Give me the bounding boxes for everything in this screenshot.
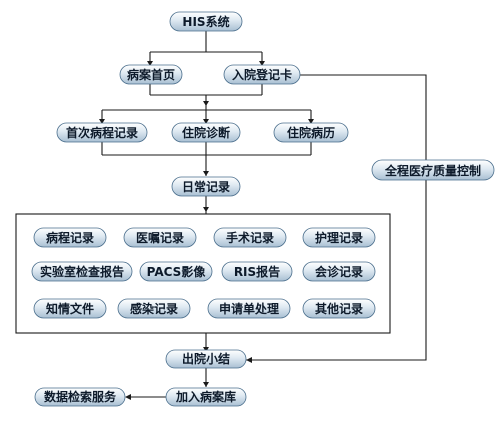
record-item-label: 会诊记录: [315, 264, 363, 279]
node-admission-card-label: 入院登记卡: [232, 67, 292, 82]
arrow-to-box: [203, 207, 209, 212]
record-item-label: 医嘱记录: [136, 231, 184, 245]
arrow-quality-to-discharge: [246, 357, 252, 363]
record-item-label: 其他记录: [315, 301, 363, 316]
arrow-to-archive: [203, 382, 209, 387]
node-his-system[interactable]: HIS系统: [169, 11, 243, 32]
arrow-to-history: [308, 119, 314, 124]
record-item[interactable]: 感染记录: [117, 298, 191, 319]
arrow-to-first-course: [99, 119, 105, 124]
record-item-label: PACS影像: [147, 264, 207, 279]
node-quality-control[interactable]: 全程医疗质量控制: [371, 159, 495, 181]
record-item[interactable]: 实验室检查报告: [31, 261, 133, 282]
node-case-front-page[interactable]: 病案首页: [119, 64, 183, 85]
node-case-front-page-label: 病案首页: [127, 67, 175, 82]
arrow-to-diagnosis: [203, 119, 209, 124]
record-item-label: 申请单处理: [219, 301, 279, 316]
connector-lines: [101, 31, 427, 398]
node-discharge-summary-label: 出院小结: [182, 351, 230, 366]
record-item-label: 手术记录: [226, 230, 274, 245]
record-item[interactable]: 知情文件: [33, 298, 107, 319]
node-first-course-record-label: 首次病程记录: [66, 125, 138, 140]
record-item-label: 感染记录: [130, 301, 178, 316]
record-item[interactable]: 其他记录: [302, 298, 376, 319]
node-daily-record[interactable]: 日常记录: [171, 176, 241, 197]
record-item[interactable]: PACS影像: [139, 261, 213, 282]
record-item-label: 知情文件: [45, 301, 94, 316]
node-admission-diagnosis[interactable]: 住院诊断: [171, 122, 241, 143]
node-add-to-archive[interactable]: 加入病案库: [165, 387, 247, 407]
node-admission-card[interactable]: 入院登记卡: [223, 64, 301, 85]
record-item[interactable]: 病程记录: [33, 227, 107, 248]
arrow-to-retrieval: [125, 394, 131, 400]
node-add-to-archive-label: 加入病案库: [175, 389, 236, 404]
record-item-label: 病程记录: [46, 230, 94, 245]
record-item[interactable]: 医嘱记录: [123, 227, 197, 248]
node-inpatient-history-label: 住院病历: [287, 125, 335, 140]
record-item[interactable]: 护理记录: [302, 227, 376, 248]
node-quality-control-label: 全程医疗质量控制: [384, 163, 481, 178]
record-item[interactable]: 申请单处理: [207, 298, 291, 319]
node-inpatient-history[interactable]: 住院病历: [273, 122, 349, 143]
record-item-label: RIS报告: [234, 264, 280, 279]
record-item[interactable]: 会诊记录: [302, 261, 376, 282]
record-item-label: 实验室检查报告: [40, 264, 124, 279]
node-retrieval-service-label: 数据检索服务: [44, 389, 117, 404]
arrow-merge: [203, 101, 209, 106]
record-item[interactable]: 手术记录: [213, 227, 287, 248]
node-daily-record-label: 日常记录: [182, 179, 230, 194]
arrow-heads: [99, 61, 314, 400]
node-his-system-label: HIS系统: [182, 14, 229, 29]
arrow-to-discharge: [203, 347, 209, 352]
record-item[interactable]: RIS报告: [221, 261, 293, 282]
node-retrieval-service[interactable]: 数据检索服务: [34, 387, 126, 407]
node-discharge-summary[interactable]: 出院小结: [165, 349, 247, 369]
arrow-to-case-front: [147, 61, 153, 66]
record-item-label: 护理记录: [315, 230, 363, 245]
arrow-to-daily: [203, 171, 209, 176]
arrow-to-admission-card: [259, 61, 265, 66]
line-quality-loop: [246, 74, 427, 361]
node-admission-diagnosis-label: 住院诊断: [182, 125, 230, 140]
node-first-course-record[interactable]: 首次病程记录: [56, 122, 148, 143]
